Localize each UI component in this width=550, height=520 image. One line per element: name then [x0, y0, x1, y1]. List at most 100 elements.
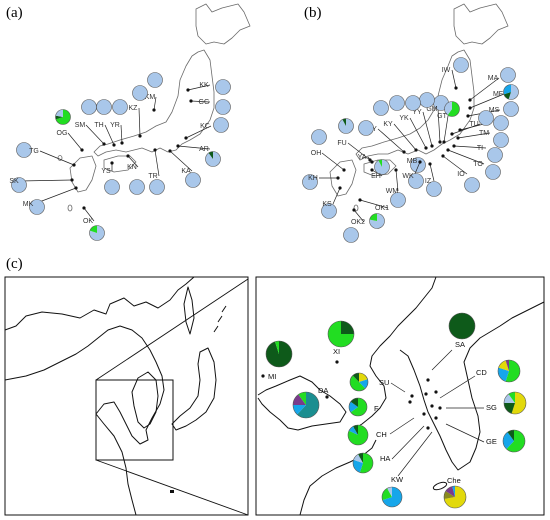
panel-c-dot-MI [261, 374, 265, 378]
panel-b-pie-15-slice [373, 100, 389, 116]
panel-b-site-label-13: YK [399, 115, 409, 122]
panel-b-pie-17-slice-0 [338, 118, 354, 134]
panel-b-pie-26 [369, 213, 385, 229]
panel-a-site-label-3: KZ [129, 105, 139, 112]
panel-a-pie-7-slice [112, 99, 128, 115]
panel-b-site-dot-0 [454, 86, 458, 90]
panel-a-pie-8-rim [55, 109, 71, 125]
panel-c-pie-CD-slice-0 [505, 360, 520, 382]
panel-a-site-label-17: OK [83, 218, 93, 225]
panel-a-pie-17-slice-0 [89, 225, 105, 241]
panel-b-site-dot-4 [438, 140, 442, 144]
panel-b-site-dot-23 [428, 162, 432, 166]
panel-b-site-dot-21 [418, 160, 422, 164]
panel-c-pie-Che [443, 485, 467, 509]
panel-b-site-label-24: KH [308, 175, 318, 182]
korea-peninsula-outline [131, 371, 159, 429]
panel-b-site-label-25: KS [322, 201, 332, 208]
panel-c-site-dot-6 [434, 416, 438, 420]
panel-c-leader-KW [397, 431, 433, 477]
panel-a-site-label-9: TG [29, 148, 39, 155]
island-b-1 [353, 204, 359, 212]
panel-b-site-label-9: TI [477, 145, 483, 152]
panel-a-pie-5 [81, 99, 97, 115]
panel-a-site-label-16: MK [23, 201, 34, 208]
panel-b-leader-16 [347, 142, 371, 161]
panel-a-pie-15 [104, 179, 120, 195]
panel-a-site-label-2: GG [199, 99, 210, 106]
panel-a-site-dot-17 [82, 206, 86, 210]
panel-b-pie-2-slice-0 [508, 84, 519, 100]
zoom-line-bottom [95, 459, 249, 516]
panel-b-site-label-18: OH [311, 150, 322, 157]
panel-c-pie-SG [503, 391, 527, 415]
panel-b-site-dot-25 [338, 186, 342, 190]
panel-b-pie-5-slice-0 [447, 101, 460, 117]
okinawa-islet [170, 490, 174, 493]
panel-a-pie-17 [89, 225, 105, 241]
panel-b-pie-1-slice [500, 67, 516, 83]
panel-b-pie-2-slice-1 [503, 92, 511, 100]
panel-c-label-SG: SG [486, 403, 497, 412]
panel-b-site-dot-17 [370, 160, 374, 164]
panel-b-pie-12-slice [419, 92, 435, 108]
panel-a-site-label-10: AR [199, 146, 209, 153]
panel-c-pie-SU-rim [349, 372, 369, 392]
kyushu-outline-b [329, 159, 357, 197]
panel-c-pie-SU-slice-2 [349, 375, 366, 391]
panel-c-pie-MI [265, 340, 293, 368]
panel-a-pie-13 [149, 179, 165, 195]
panel-a-leader-12 [169, 150, 193, 172]
panel-a-site-label-1: KM [145, 94, 156, 101]
panel-c-site-dot-8 [410, 394, 414, 398]
panel-c-pie-HA [352, 452, 374, 474]
panel-c-pie-SG-slice-0 [511, 392, 526, 414]
panel-b-site-dot-3 [466, 114, 470, 118]
panel-a-leader-4 [185, 125, 212, 139]
panel-b-pie-17-rim [338, 118, 354, 134]
panel-c-site-dot-4 [438, 406, 442, 410]
panel-b-pie-17-slice-1 [342, 118, 346, 126]
panel-c-pie-HA-rim [352, 452, 374, 474]
panel-c-pie-F-slice-1 [348, 401, 358, 413]
panel-c-label-DA: DA [318, 386, 328, 395]
panel-c-dot-DA [325, 395, 329, 399]
panel-c-pie-GE-slice-2 [507, 430, 514, 441]
panel-b-site-dot-19 [370, 168, 374, 172]
panel-a-site-dot-3 [138, 134, 142, 138]
panel-c-leader-CH [389, 417, 415, 435]
panel-a-leader-17 [83, 207, 95, 222]
panel-b-pie-25 [321, 203, 337, 219]
panel-b-pie-21 [408, 173, 424, 189]
panel-a-pie-16-slice [29, 199, 45, 215]
panel-b-pie-22-slice [390, 192, 406, 208]
panel-c-pie-MI-slice-0 [265, 341, 292, 367]
bohai-coast-west [257, 375, 347, 431]
sakhalin-outline [183, 286, 195, 335]
panel-b-leader-7 [451, 123, 481, 135]
panel-b-site-dot-14 [414, 148, 418, 152]
panel-a-leader-2 [190, 100, 211, 103]
panel-c-pie-F-slice-2 [350, 398, 358, 407]
panel-a-label: (a) [6, 5, 23, 21]
panel-c-pie-F [348, 397, 368, 417]
panel-b-site-label-3: MS [489, 107, 500, 114]
panel-b-pie-9-slice [487, 147, 503, 163]
panel-c-pie-SG-slice-2 [504, 394, 515, 403]
panel-a-site-dot-5 [102, 142, 106, 146]
panel-a-leader-6 [104, 124, 115, 146]
panel-b-site-label-5: GT [437, 113, 447, 120]
panel-c-pie-Che-rim [443, 485, 467, 509]
hokkaido-outline-b [453, 3, 509, 45]
panel-a-pie-8-slice-2 [55, 109, 63, 117]
panel-a-site-label-5: SM [75, 122, 86, 129]
panel-b-pie-11 [464, 177, 480, 193]
panel-b-site-dot-24 [336, 176, 340, 180]
panel-a-leader-10 [177, 145, 211, 150]
panel-a-site-dot-11 [70, 178, 74, 182]
panel-b-leader-14 [393, 123, 417, 151]
panel-b-site-label-20: MB [407, 158, 418, 165]
panel-a-pie-14 [129, 179, 145, 195]
